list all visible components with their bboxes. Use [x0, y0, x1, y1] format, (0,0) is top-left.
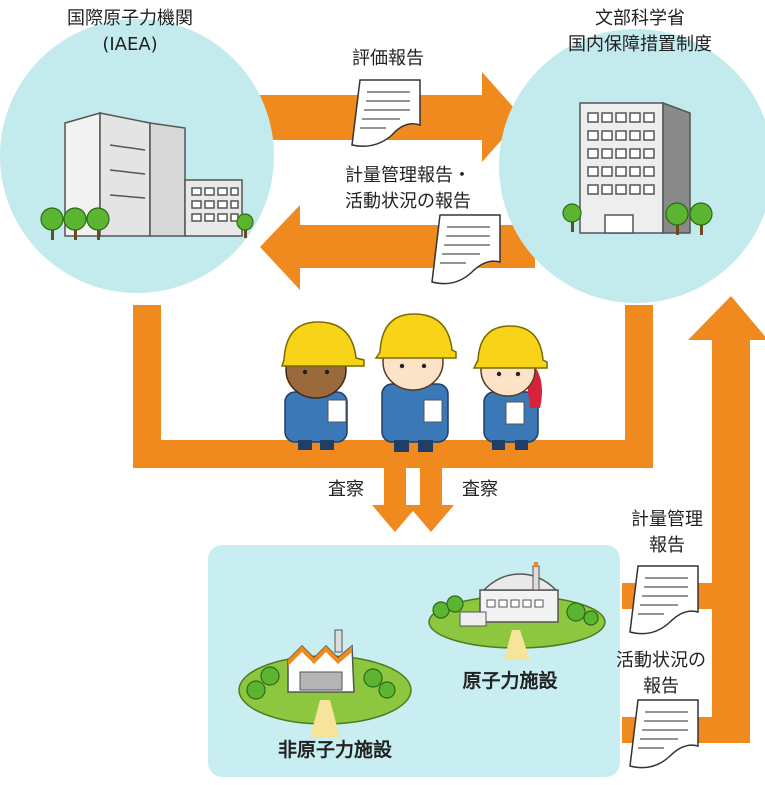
- inspection-down-arrow-left: [372, 468, 418, 532]
- mext-node: [499, 29, 765, 303]
- accounting-report-label-line1: 計量管理報告・: [345, 165, 471, 186]
- facility-accounting-label-line2: 報告: [649, 535, 685, 556]
- facility-activity-document-icon: [629, 699, 699, 769]
- nuclear-facility-icon: [428, 562, 606, 660]
- iaea-title-line1: 国際原子力機関: [67, 8, 193, 29]
- inspector-right-icon: [472, 325, 548, 450]
- iaea-title: 国際原子力機関 (IAEA): [40, 6, 220, 58]
- mext-trees: [562, 202, 713, 235]
- iaea-node: [0, 19, 274, 293]
- mext-building-icon: [579, 101, 691, 234]
- inspector-left-icon: [280, 321, 365, 450]
- iaea-trees: [40, 207, 254, 240]
- accounting-report-label-line2: 活動状況の報告: [345, 191, 471, 212]
- accounting-report-label: 計量管理報告・ 活動状況の報告: [318, 163, 498, 215]
- facility-report-vertical: [712, 340, 750, 743]
- facility-accounting-label-line1: 計量管理: [631, 509, 703, 530]
- mext-title-line1: 文部科学省: [595, 8, 685, 29]
- evaluation-report-label: 評価報告: [352, 48, 424, 69]
- iaea-building-icon: [64, 112, 243, 237]
- facility-accounting-label: 計量管理 報告: [612, 507, 722, 559]
- accounting-document-icon: [431, 214, 501, 285]
- inspector-center-icon: [374, 313, 457, 452]
- inspection-down-arrow-right: [408, 468, 454, 532]
- iaea-title-line2: (IAEA): [102, 34, 158, 55]
- facility-activity-label-line2: 報告: [643, 676, 679, 697]
- facility-activity-label-line1: 活動状況の: [616, 650, 706, 671]
- evaluation-document-icon: [351, 79, 421, 147]
- facility-accounting-document-icon: [629, 565, 699, 635]
- mext-title: 文部科学省 国内保障措置制度: [545, 6, 735, 58]
- facility-report-up-arrow: [688, 296, 765, 340]
- nuclear-facility-label: 原子力施設: [462, 670, 558, 692]
- non-nuclear-facility-icon: [238, 629, 412, 738]
- inspection-label-right: 査察: [462, 479, 498, 500]
- inspection-horizontal-bar: [133, 440, 653, 468]
- mext-title-line2: 国内保障措置制度: [568, 34, 712, 55]
- non-nuclear-facility-label: 非原子力施設: [277, 739, 392, 761]
- facility-activity-label: 活動状況の 報告: [600, 648, 722, 700]
- inspection-label-left: 査察: [328, 479, 364, 500]
